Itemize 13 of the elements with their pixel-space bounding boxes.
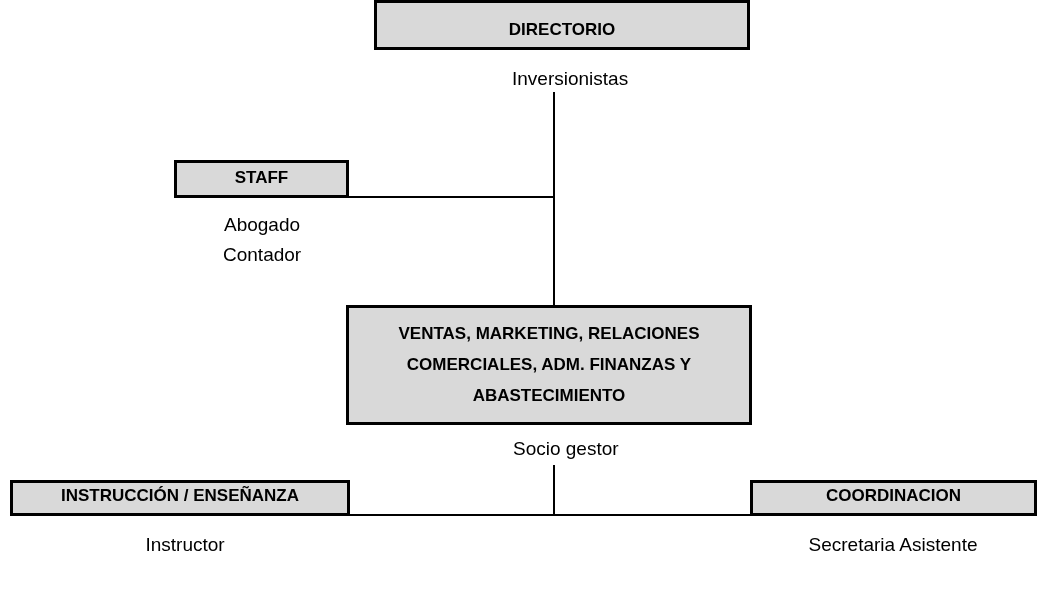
- role-label: Instructor: [145, 534, 225, 556]
- org-box: INSTRUCCIÓN / ENSEÑANZA: [10, 480, 350, 516]
- connector-line: [348, 91, 555, 198]
- role-label: Abogado: [224, 214, 301, 236]
- role-label: Inversionistas: [512, 68, 629, 90]
- role-label: Secretaria Asistente: [808, 534, 978, 556]
- role-label: Socio gestor: [513, 438, 619, 460]
- org-box: STAFF: [174, 160, 349, 198]
- org-box: COORDINACION: [750, 480, 1037, 516]
- org-box: DIRECTORIO: [374, 0, 750, 50]
- org-box: VENTAS, MARKETING, RELACIONES COMERCIALES, ADM. FINANZAS Y ABASTECIMIENTO: [346, 305, 752, 425]
- connector-line: [553, 464, 751, 516]
- role-label: Contador: [223, 244, 302, 266]
